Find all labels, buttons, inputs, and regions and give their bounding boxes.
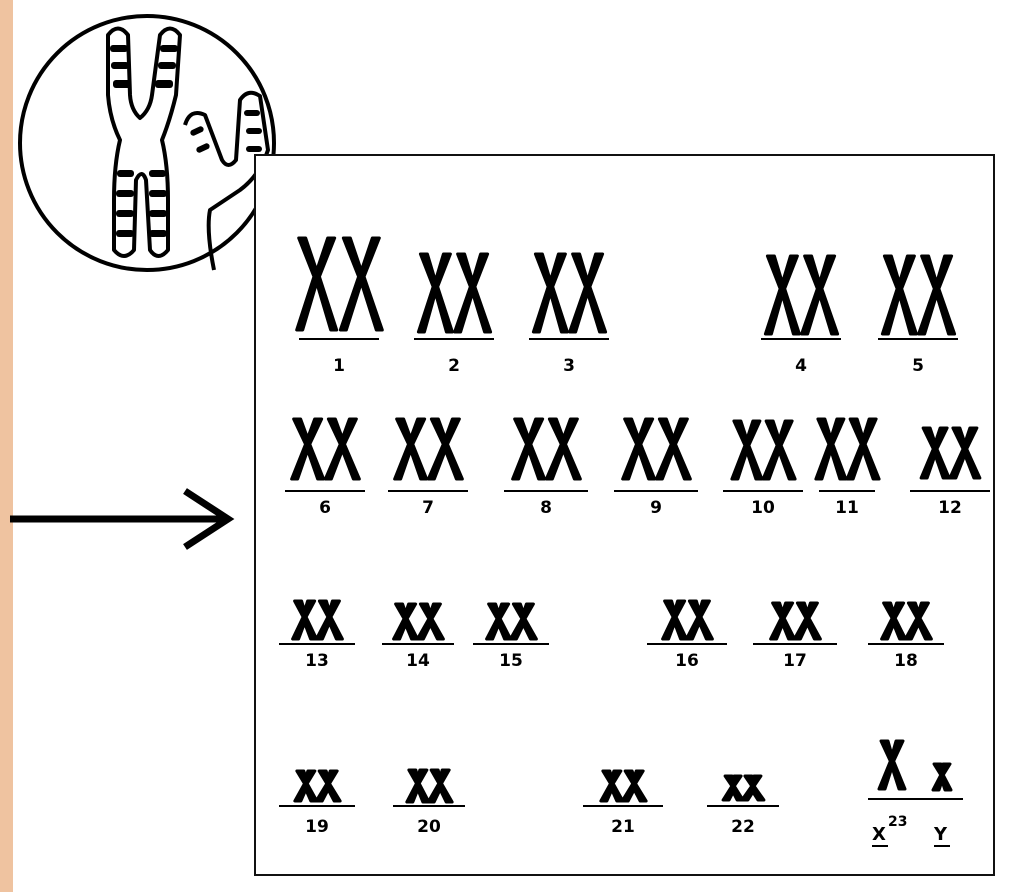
pair-label-17: 17 [783, 651, 807, 671]
chromosome-pair-15: 15 [473, 602, 549, 671]
pair-label-21: 21 [611, 817, 635, 837]
pair-label-1: 1 [333, 356, 345, 376]
pair-label-7: 7 [422, 498, 434, 518]
chromosome-pair-2: 2 [414, 252, 494, 376]
pair-label-20: 20 [417, 817, 441, 837]
pair-label-12: 12 [938, 498, 962, 518]
pair-label-18: 18 [894, 651, 918, 671]
pair-label-4: 4 [795, 356, 807, 376]
chromosome-pair-4: 4 [761, 254, 841, 376]
chromosome-pair-6: 6 [285, 417, 365, 518]
pair-label-2: 2 [448, 356, 460, 376]
chromosome-pair-1: 1 [295, 236, 384, 376]
pair-label-11: 11 [835, 498, 859, 518]
pair-label-14: 14 [406, 651, 430, 671]
pair-label-13: 13 [305, 651, 329, 671]
chromosome-pair-21: 21 [583, 769, 663, 837]
chromosome-pair-22: 22 [707, 774, 779, 837]
left-accent-strip [0, 0, 13, 892]
chromosome-pair-12: 12 [910, 426, 990, 518]
pair-label-22: 22 [731, 817, 755, 837]
chromosome-pair-17: 17 [753, 601, 837, 671]
chromosome-pair-9: 9 [614, 417, 698, 518]
x-chromosome-label: X [872, 824, 886, 845]
chromosome-magnified-icon [18, 14, 276, 272]
pair-label-19: 19 [305, 817, 329, 837]
chromosome-pair-3: 3 [529, 252, 609, 376]
pair-label-9: 9 [650, 498, 662, 518]
pair-label-16: 16 [675, 651, 699, 671]
chromosome-pair-14: 14 [382, 602, 454, 671]
chromosome-pair-5: 5 [878, 254, 958, 376]
pair-label-6: 6 [319, 498, 331, 518]
pair-label-10: 10 [751, 498, 775, 518]
chromosome-pair-10: 10 [723, 419, 803, 518]
chromosome-pair-18: 18 [868, 601, 944, 671]
pair-23-label: 23 [888, 814, 907, 830]
chromosome-pair-7: 7 [388, 417, 468, 518]
right-arrow-icon [10, 488, 235, 550]
pair-label-5: 5 [912, 356, 924, 376]
pair-label-15: 15 [499, 651, 523, 671]
chromosome-pair-16: 16 [647, 599, 727, 671]
chromosome-pair-11: 11 [814, 417, 881, 518]
y-chromosome-label: Y [933, 824, 948, 845]
pair-label-3: 3 [563, 356, 575, 376]
chromosome-pair-19: 19 [279, 769, 355, 837]
chromosome-pair-20: 20 [393, 768, 465, 837]
chromosome-pair-8: 8 [504, 417, 588, 518]
chromosome-pair-13: 13 [279, 599, 355, 671]
pair-label-8: 8 [540, 498, 552, 518]
